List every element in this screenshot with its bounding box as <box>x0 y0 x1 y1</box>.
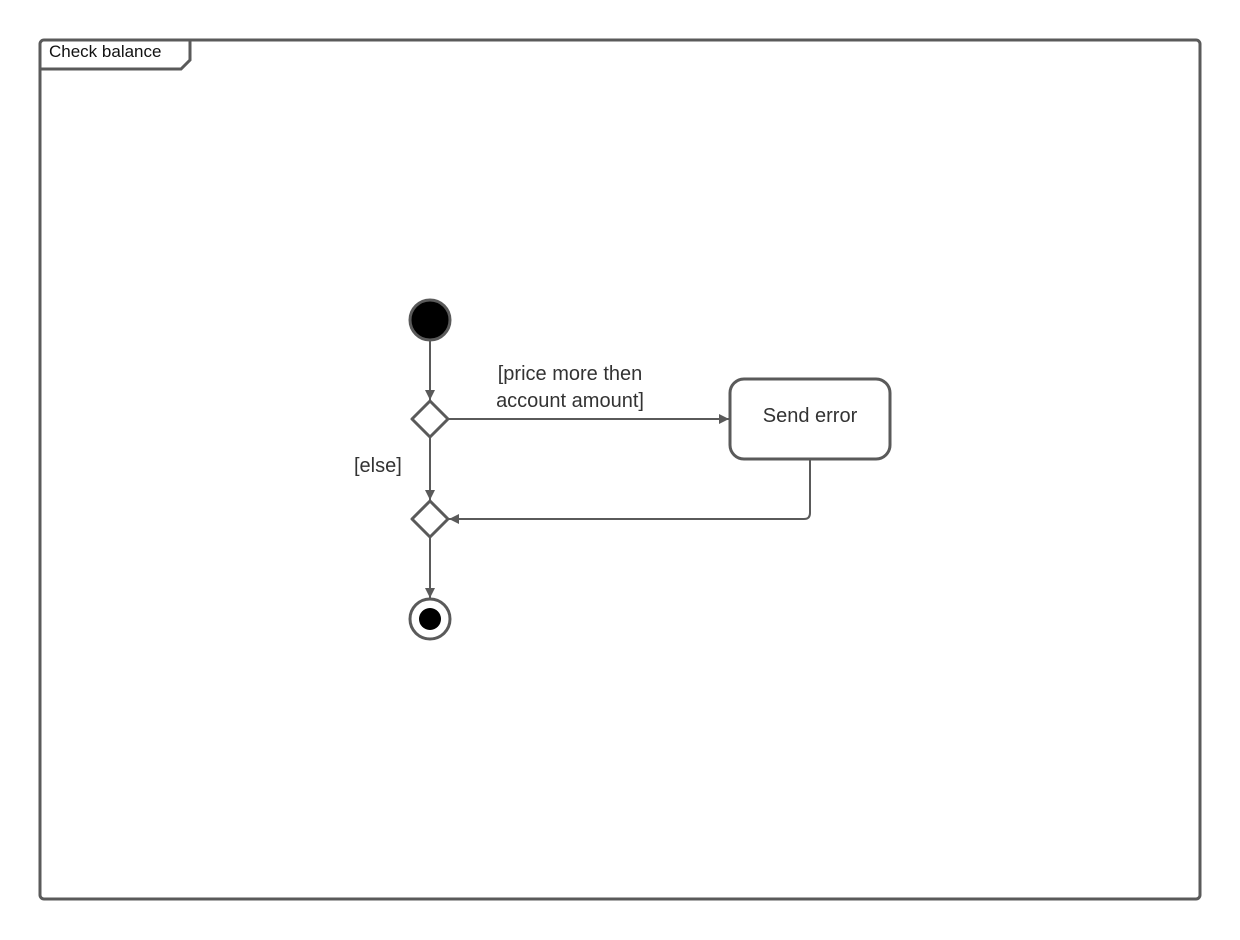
guard-label-error: [price more then account amount] <box>470 361 670 415</box>
activity-frame <box>38 38 1202 901</box>
guard-label-error-line-1: [price more then <box>497 363 643 385</box>
final-node-inner-dot <box>419 608 441 630</box>
edge-send-error-to-merge[interactable] <box>449 459 811 524</box>
guard-label-error-line-2: account amount] <box>496 390 644 412</box>
guard-label-else: [else] <box>354 455 402 477</box>
send-error-label: Send error <box>762 405 858 427</box>
frame-title-tab <box>40 40 192 71</box>
initial-node[interactable] <box>408 298 452 342</box>
frame-title: Check balance <box>49 42 162 61</box>
